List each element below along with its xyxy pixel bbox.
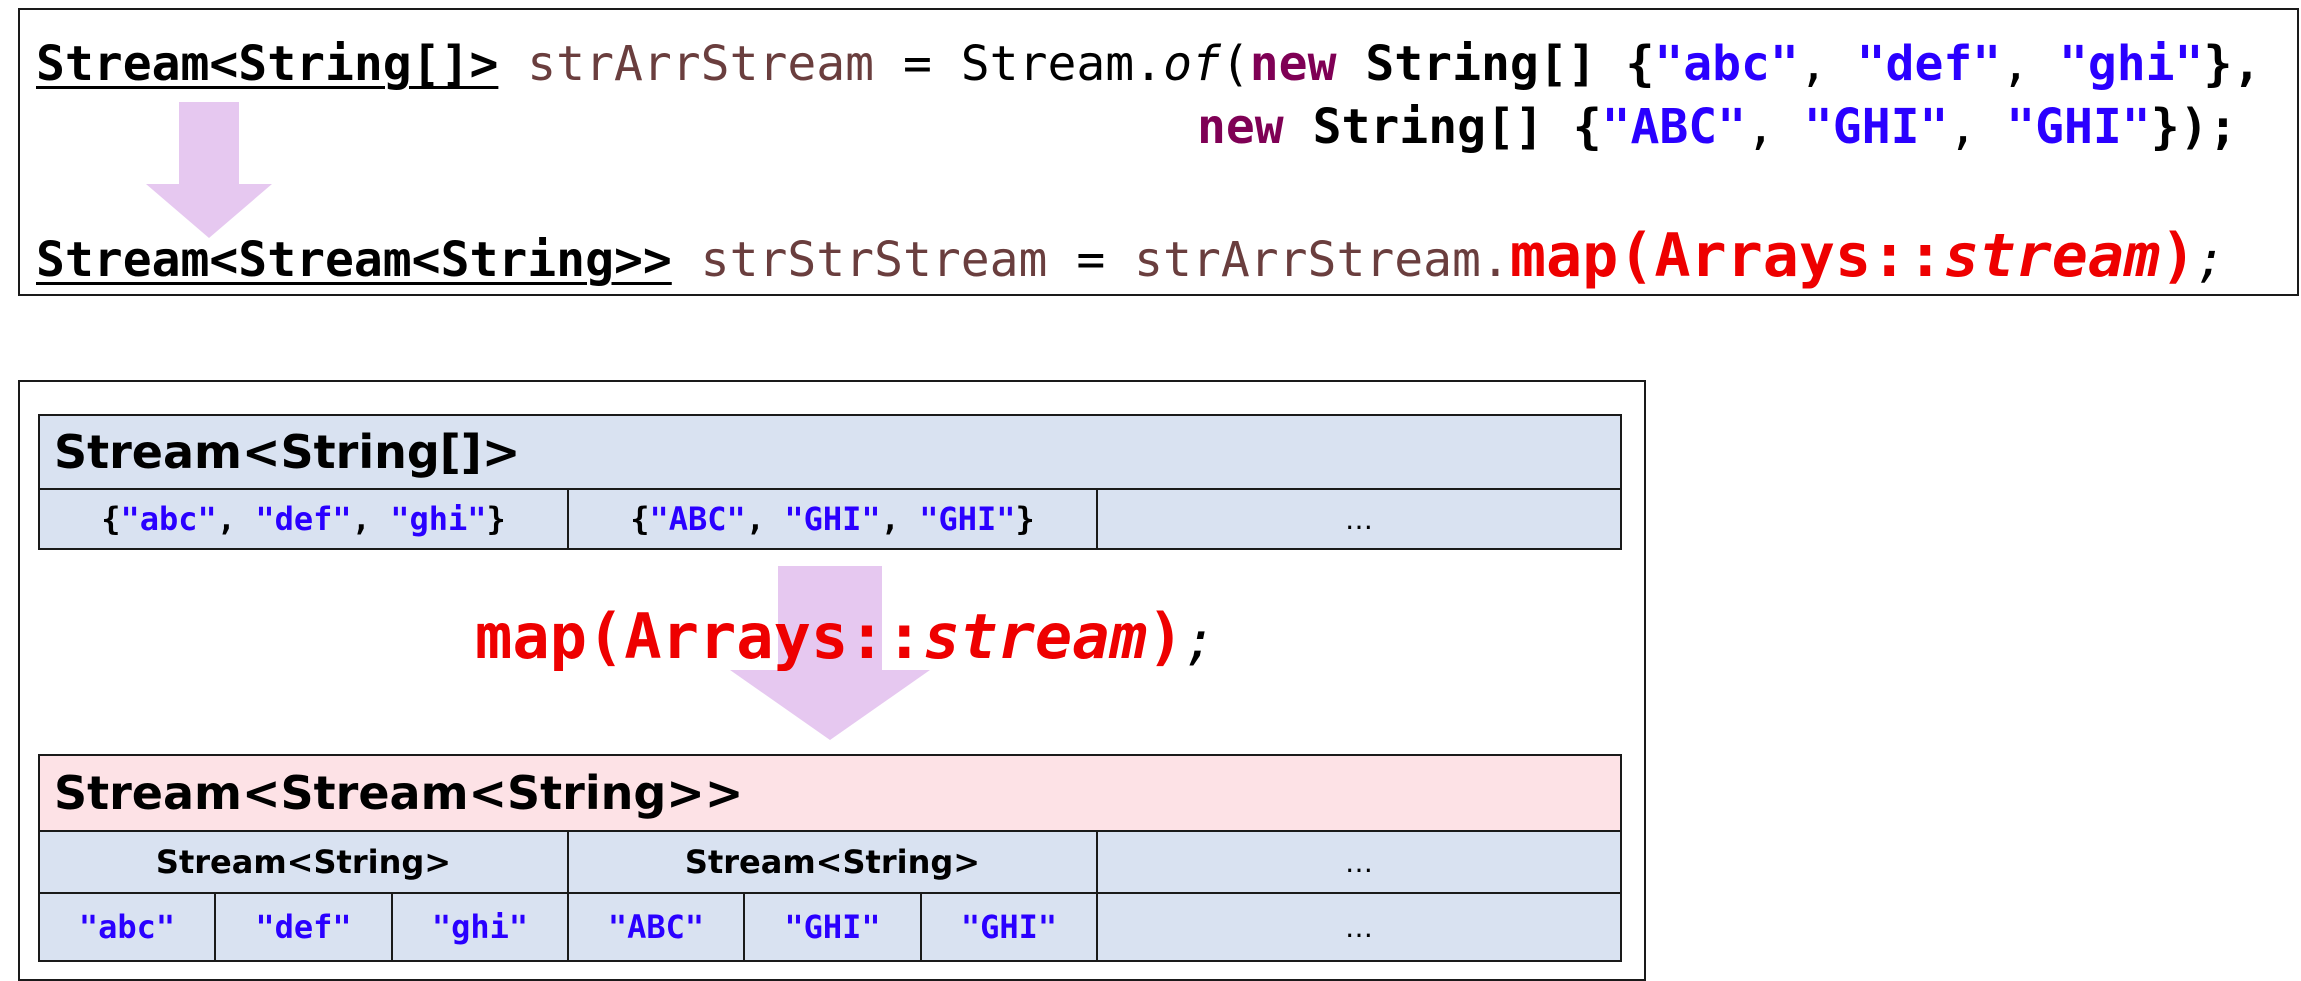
group-header: Stream<String> — [569, 832, 1098, 894]
ellipsis-cell: … — [1098, 894, 1620, 960]
code-line-2: new String[] {"ABC", "GHI", "GHI"}); — [1197, 97, 2237, 157]
string-value-cell: "GHI" — [922, 894, 1098, 960]
stream-class: Stream. — [960, 36, 1164, 92]
stream-string-array-type: Stream<String[]> — [36, 36, 499, 92]
down-arrow-icon — [146, 102, 272, 238]
group-header: Stream<String> — [40, 832, 569, 894]
array-cell: {"ABC", "GHI", "GHI"} — [569, 490, 1098, 548]
variable-strArrStream: strArrStream — [527, 36, 875, 92]
variable-strArrStream: strArrStream — [1134, 232, 1481, 288]
ellipsis-cell: … — [1098, 832, 1620, 894]
of-method: of — [1163, 36, 1221, 92]
comma: , — [1746, 99, 1804, 155]
code-snippet-box: Stream<String[]> strArrStream = Stream.o… — [18, 8, 2299, 296]
assign-operator: = — [1047, 232, 1135, 288]
new-keyword: new — [1249, 36, 1337, 92]
string-literal: "GHI" — [1803, 99, 1949, 155]
string-value-cell: "def" — [216, 894, 393, 960]
brace-open: { — [1572, 99, 1602, 155]
string-literal: "def" — [1856, 36, 2002, 92]
new-keyword: new — [1197, 99, 1284, 155]
code-line-1: Stream<String[]> strArrStream = Stream.o… — [36, 34, 2261, 94]
string-literal: "ABC" — [1601, 99, 1747, 155]
closing-brackets: }); — [2150, 99, 2238, 155]
map-operation-label: map(Arrays::stream); — [475, 600, 1216, 673]
string-value-cell: "abc" — [40, 894, 216, 960]
brace-close: }, — [2203, 36, 2262, 92]
comma: , — [1948, 99, 2007, 155]
brace-open: { — [1625, 36, 1655, 92]
semicolon: ; — [2196, 232, 2226, 288]
array-type: String[] — [1283, 99, 1573, 155]
code-line-3: Stream<Stream<String>> strStrStream = st… — [36, 226, 2225, 290]
ellipsis-cell: … — [1098, 490, 1620, 548]
string-value-cell: "ghi" — [393, 894, 569, 960]
table-header: Stream<Stream<String>> — [40, 756, 1620, 832]
string-literal: "abc" — [1654, 36, 1799, 92]
stream-stream-string-type: Stream<Stream<String>> — [36, 232, 672, 288]
stream-string-array-table: Stream<String[]> {"abc", "def", "ghi"} {… — [38, 414, 1622, 550]
open-paren: ( — [1220, 36, 1250, 92]
assign-operator: = — [874, 36, 961, 92]
comma: , — [2001, 36, 2059, 92]
stream-transformation-diagram: Stream<String[]> {"abc", "def", "ghi"} {… — [18, 380, 1646, 981]
variable-strStrStream: strStrStream — [700, 232, 1048, 288]
table-header: Stream<String[]> — [40, 416, 1620, 490]
down-arrow-icon — [730, 566, 930, 740]
comma: , — [1798, 36, 1857, 92]
dot: . — [1480, 232, 1510, 288]
string-value-cell: "GHI" — [745, 894, 922, 960]
string-literal: "GHI" — [2006, 99, 2151, 155]
stream-stream-string-table: Stream<Stream<String>> Stream<String> St… — [38, 754, 1622, 962]
map-call: map(Arrays::stream) — [1509, 221, 2197, 291]
string-value-cell: "ABC" — [569, 894, 745, 960]
array-type: String[] — [1336, 36, 1626, 92]
string-literal: "ghi" — [2058, 36, 2204, 92]
array-cell: {"abc", "def", "ghi"} — [40, 490, 569, 548]
